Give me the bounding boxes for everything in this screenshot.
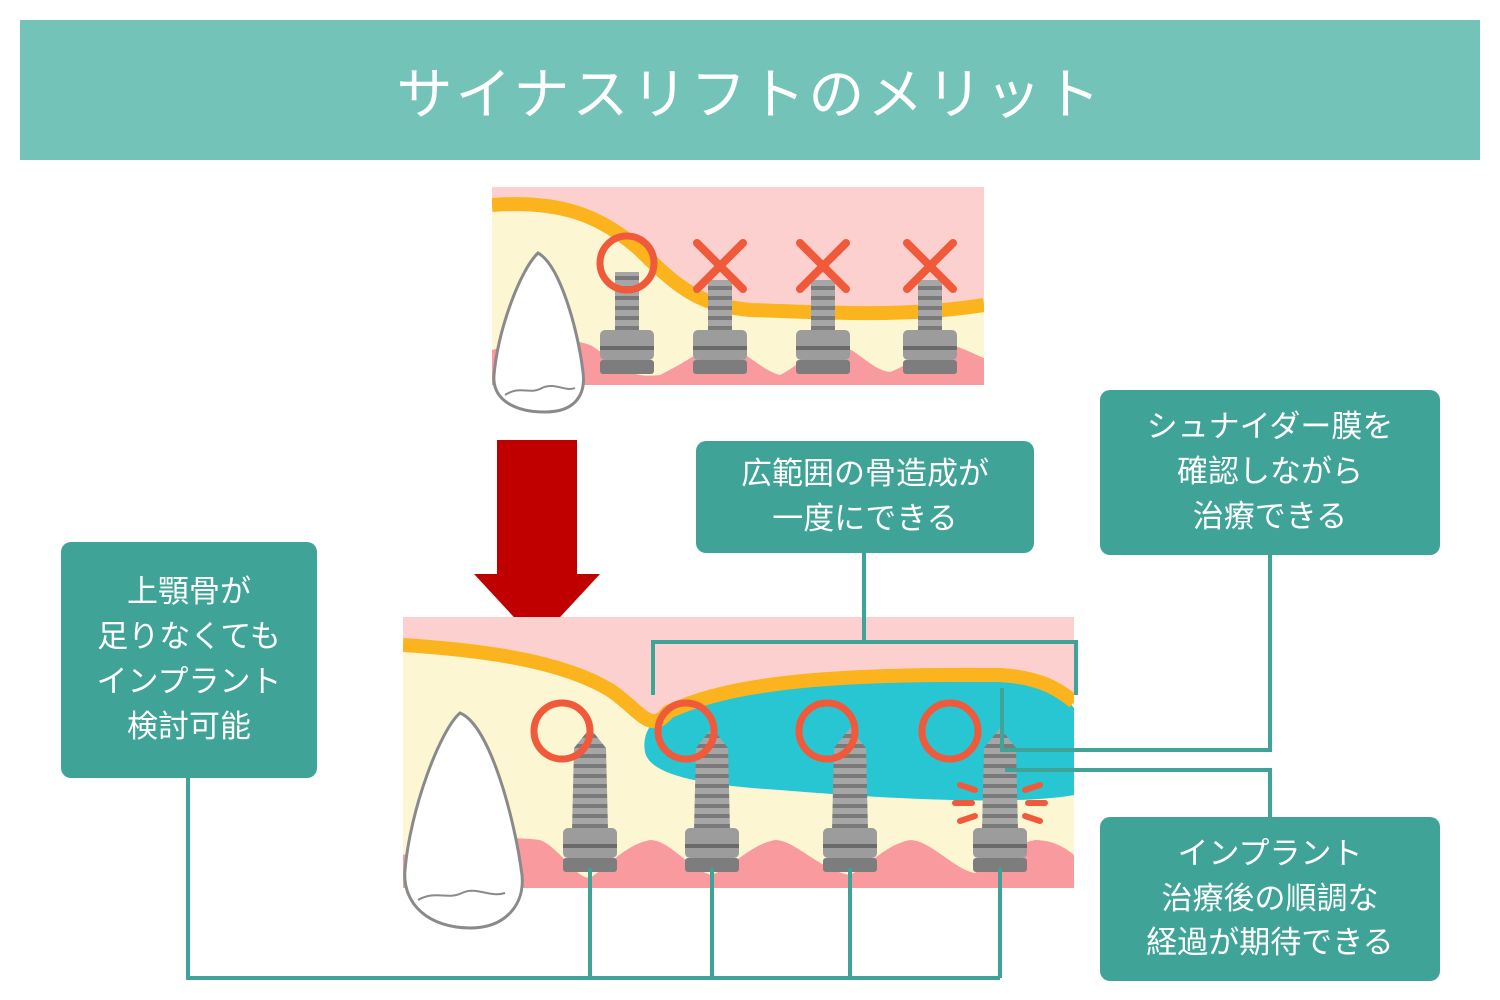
callout-membrane: シュナイダー膜を 確認しながら 治療できる [1100,390,1440,555]
stability-burst-icon [952,782,1048,824]
ng-mark-top-2 [796,239,850,293]
ok-mark-bottom-1 [530,699,594,763]
ok-mark-bottom-4 [918,699,982,763]
ok-mark-bottom-3 [795,699,859,763]
callout-result: インプラント 治療後の順調な 経過が期待できる [1100,817,1440,981]
ng-mark-top-1 [693,239,747,293]
callout-wide-graft: 広範囲の骨造成が 一度にできる [696,441,1034,553]
callout-bone-shortage: 上顎骨が 足りなくても インプラント 検討可能 [61,542,317,778]
tooth-top [492,251,585,414]
implant-top-1 [598,272,656,376]
ok-mark-top [596,232,658,294]
ng-mark-top-3 [903,239,957,293]
title-banner: サイナスリフトのメリット [20,20,1480,160]
tooth-bottom [403,711,524,930]
page-title: サイナスリフトのメリット [396,62,1104,128]
implant-bottom-4 [971,728,1029,874]
down-arrow [474,440,600,642]
implant-top-3 [794,280,852,376]
implant-top-4 [901,280,959,376]
ok-mark-bottom-2 [654,699,718,763]
implant-top-2 [691,280,749,376]
connector-lines [186,552,1272,980]
before-panel [492,187,984,385]
